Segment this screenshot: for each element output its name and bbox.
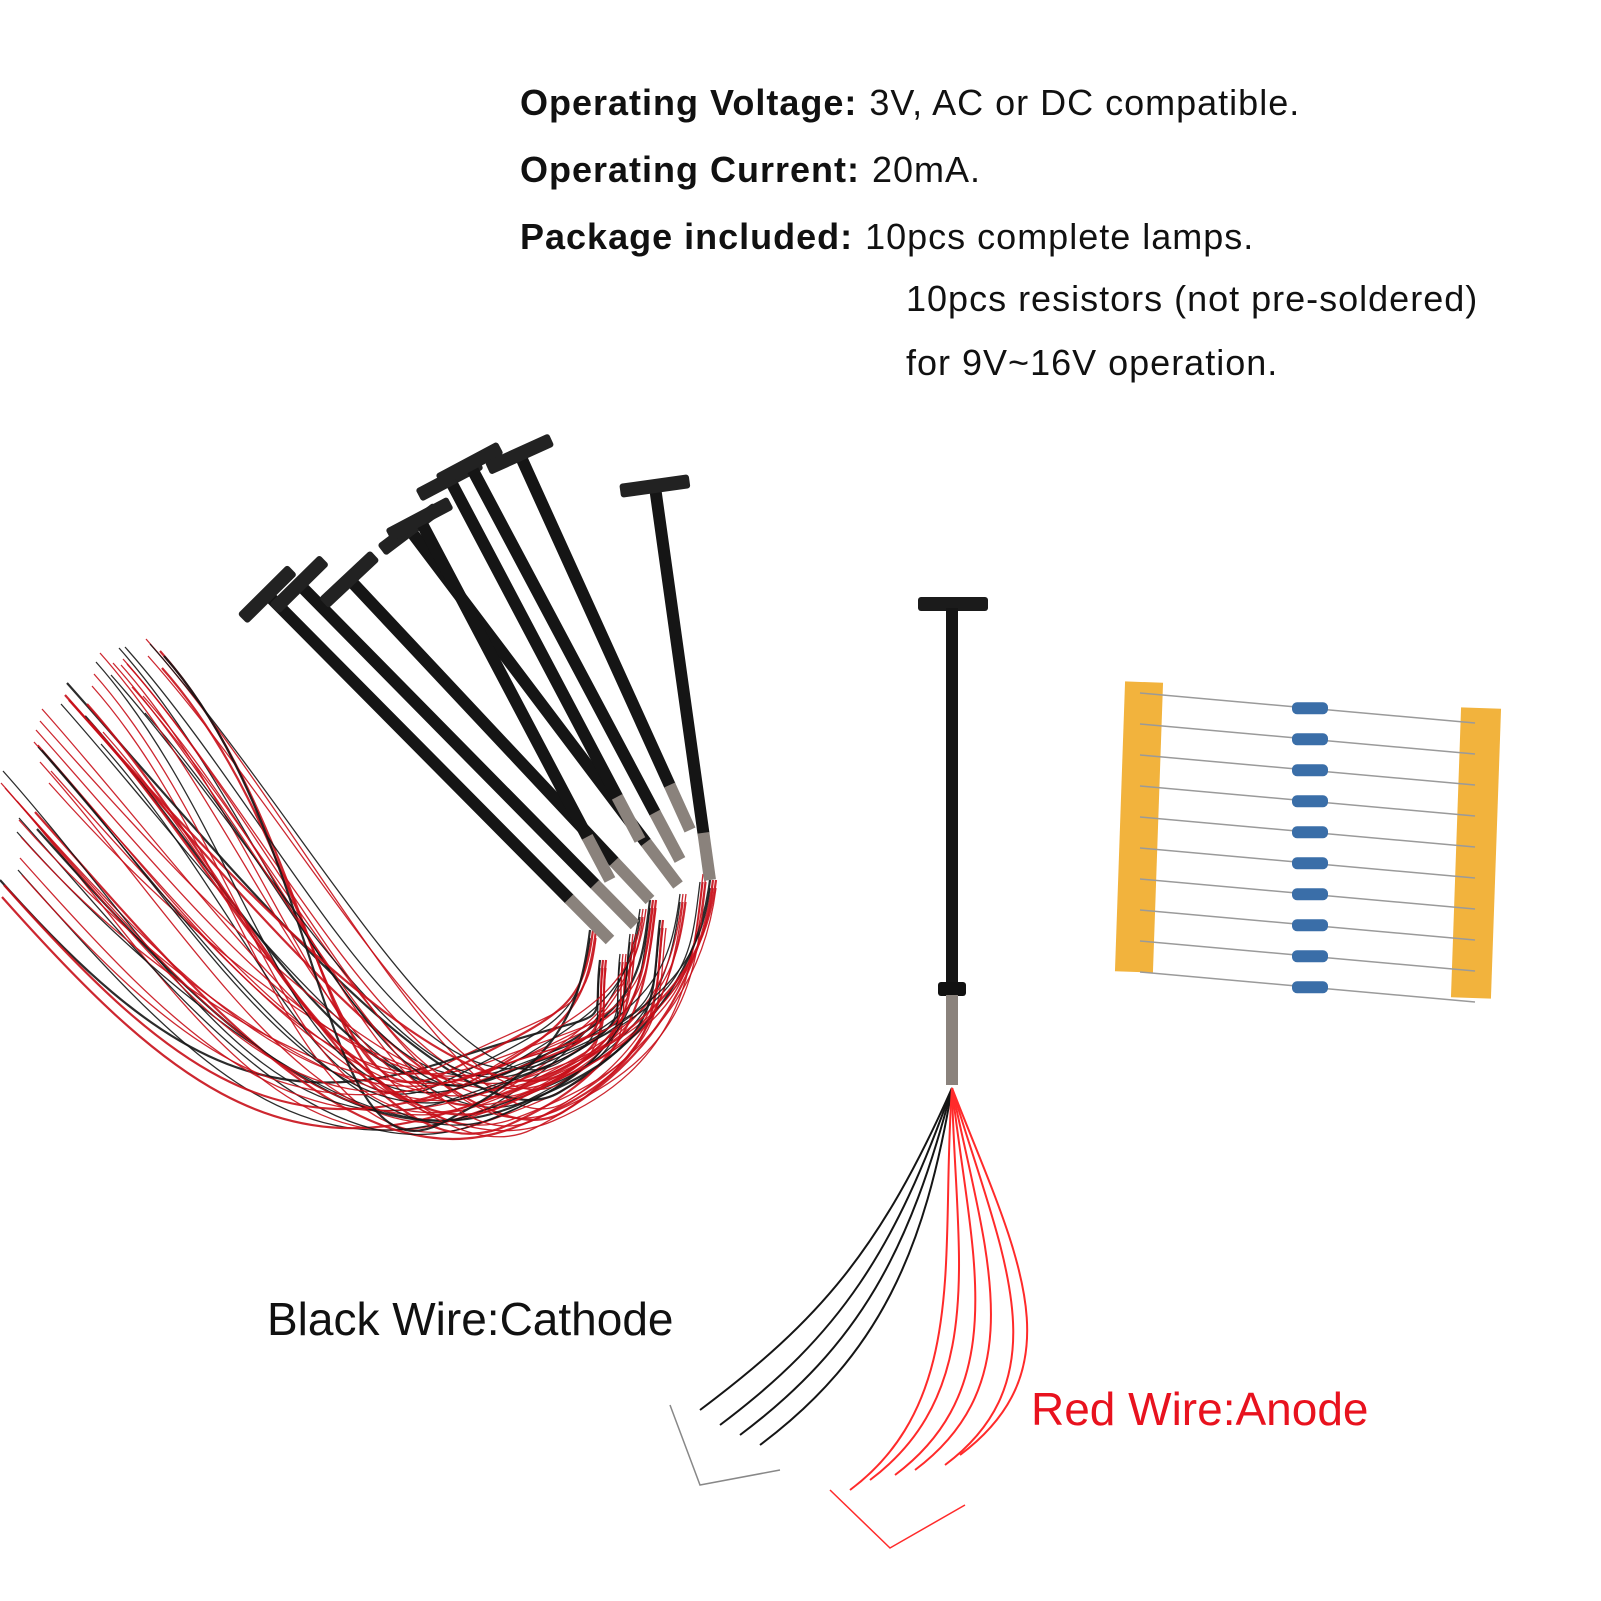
lamp-ferrule bbox=[641, 838, 683, 889]
bundle-wire bbox=[126, 663, 707, 1119]
lamp-post bbox=[514, 449, 676, 791]
lamp-post bbox=[649, 481, 710, 839]
spec-package-line-2: 10pcs resistors (not pre-soldered) bbox=[906, 278, 1479, 319]
lamp-ferrule bbox=[581, 833, 616, 883]
resistor-body bbox=[1292, 795, 1328, 808]
bundle-wire bbox=[147, 655, 714, 1091]
bundle-wire bbox=[163, 655, 592, 1132]
black-lead-loop bbox=[669, 1404, 781, 1486]
lamp-post bbox=[464, 459, 661, 819]
lamp-head bbox=[436, 442, 503, 486]
black-lead bbox=[719, 1087, 953, 1426]
black-wire-caption: Black Wire:Cathode bbox=[267, 1293, 674, 1345]
specifications: Operating Voltage: 3V, AC or DC compatibl… bbox=[520, 82, 1477, 383]
bundle-wire bbox=[124, 646, 701, 1070]
lamp-ferrule bbox=[609, 857, 655, 905]
bundle-wire bbox=[39, 720, 687, 1090]
lamp-head bbox=[386, 497, 453, 541]
resistor-body bbox=[1292, 702, 1328, 715]
bundled-wires bbox=[0, 638, 718, 1141]
single-lamp-head bbox=[918, 597, 988, 611]
lamp-head bbox=[238, 565, 296, 623]
bundle-wire bbox=[1, 896, 608, 1130]
single-lamp-ferrule bbox=[946, 995, 958, 1085]
spec-current-value: 20mA. bbox=[872, 149, 982, 190]
single-lamp bbox=[669, 597, 1029, 1549]
resistor-body bbox=[1292, 857, 1328, 870]
bundle-wire bbox=[20, 805, 637, 1116]
bundle-wire bbox=[88, 720, 655, 1116]
black-lead bbox=[739, 1087, 953, 1436]
black-lead bbox=[759, 1087, 953, 1446]
red-lead-loop bbox=[829, 1489, 966, 1549]
tape-right bbox=[1450, 707, 1502, 999]
bundle-wire bbox=[20, 836, 644, 1085]
red-wire-caption: Red Wire:Anode bbox=[1031, 1383, 1369, 1435]
resistor-strip bbox=[1114, 681, 1502, 1003]
red-lead bbox=[869, 1087, 960, 1481]
lamp-post bbox=[444, 474, 624, 803]
single-lamp-clip bbox=[938, 982, 966, 996]
bundle-wire bbox=[35, 729, 654, 1077]
bundle-wire bbox=[99, 652, 664, 1106]
lamp-ferrule bbox=[590, 879, 640, 930]
resistor-body bbox=[1292, 981, 1328, 994]
lamp-ferrule bbox=[649, 809, 686, 863]
spec-package-line-3: for 9V~16V operation. bbox=[906, 342, 1279, 383]
resistor-body bbox=[1292, 919, 1328, 932]
spec-current-label: Operating Current: bbox=[520, 149, 861, 190]
lamp-head bbox=[485, 434, 554, 474]
bundle-wire bbox=[144, 712, 641, 1087]
lamp-head bbox=[270, 555, 328, 613]
lamp-ferrule bbox=[611, 793, 646, 843]
tape-left bbox=[1114, 681, 1164, 973]
single-lamp-post bbox=[946, 608, 958, 988]
lamp-head bbox=[619, 474, 691, 498]
lamp-post bbox=[294, 579, 601, 891]
lamp-post bbox=[414, 514, 594, 843]
resistor-body bbox=[1292, 950, 1328, 963]
lamp-ferrule bbox=[697, 832, 716, 881]
bundle-wire bbox=[33, 741, 657, 1097]
spec-package-label: Package included: bbox=[520, 216, 854, 257]
bundle-wire bbox=[41, 749, 631, 1104]
bundle-wire bbox=[21, 874, 624, 1096]
bundle-wire bbox=[161, 667, 595, 1084]
spec-current: Operating Current: 20mA. bbox=[520, 149, 1300, 216]
red-lead bbox=[951, 1087, 1029, 1456]
resistor-body bbox=[1292, 764, 1328, 777]
spec-voltage: Operating Voltage: 3V, AC or DC compatibl… bbox=[520, 82, 1300, 149]
spec-package: Package included: 10pcs complete lamps. 1… bbox=[520, 216, 1477, 383]
spec-voltage-label: Operating Voltage: bbox=[520, 82, 858, 123]
lamp-head bbox=[320, 551, 379, 608]
resistor-body bbox=[1292, 733, 1328, 746]
spec-package-line-1: 10pcs complete lamps. bbox=[865, 216, 1255, 257]
lamp-post bbox=[262, 589, 575, 905]
resistor-body bbox=[1292, 888, 1328, 901]
red-lead bbox=[944, 1087, 1015, 1466]
black-lead bbox=[699, 1087, 953, 1411]
spec-voltage-value: 3V, AC or DC compatible. bbox=[869, 82, 1301, 123]
lamp-ferrule bbox=[664, 782, 696, 833]
bundle-wire bbox=[95, 661, 621, 1094]
bundle-wire bbox=[50, 770, 704, 1132]
red-lead bbox=[849, 1087, 953, 1491]
lamp-ferrule bbox=[564, 894, 615, 945]
bundle-wire bbox=[112, 662, 687, 1127]
red-lead bbox=[894, 1087, 977, 1476]
lamp-bundle bbox=[238, 434, 716, 945]
resistor-body bbox=[1292, 826, 1328, 839]
red-lead bbox=[914, 1087, 992, 1471]
bundle-wire bbox=[102, 731, 597, 1076]
